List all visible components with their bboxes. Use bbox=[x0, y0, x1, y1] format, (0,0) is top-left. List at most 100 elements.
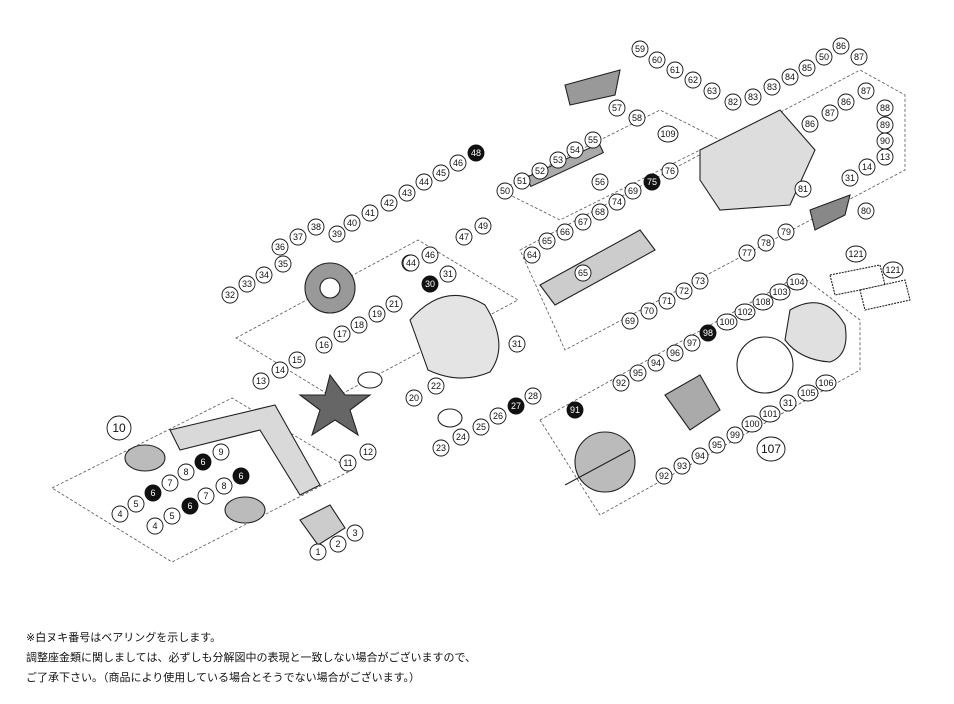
part-callout: 15 bbox=[288, 351, 306, 369]
callout-circle bbox=[837, 93, 855, 111]
callout-circle bbox=[624, 182, 642, 200]
callout-circle bbox=[608, 99, 626, 117]
callout-number: 41 bbox=[365, 208, 375, 218]
callout-circle bbox=[708, 436, 726, 454]
callout-number: 14 bbox=[862, 162, 872, 172]
part-callout: 1 bbox=[309, 543, 327, 561]
callout-circle bbox=[574, 264, 592, 282]
callout-circle bbox=[752, 293, 774, 311]
part-callout: 52 bbox=[531, 162, 549, 180]
callout-number: 14 bbox=[275, 365, 285, 375]
part-callout: 31 bbox=[841, 169, 859, 187]
callout-circle bbox=[194, 453, 212, 471]
part-callout: 82 bbox=[724, 93, 742, 111]
callout-number: 5 bbox=[169, 511, 174, 521]
callout-number: 87 bbox=[861, 86, 871, 96]
part-callout: 74 bbox=[608, 193, 626, 211]
part-callout: 6 bbox=[194, 453, 212, 471]
part-callout: 71 bbox=[658, 292, 676, 310]
callout-circle bbox=[556, 223, 574, 241]
part-callout: 26 bbox=[489, 407, 507, 425]
callout-number: 28 bbox=[528, 391, 538, 401]
part-callout: 105 bbox=[797, 384, 819, 402]
callout-number: 40 bbox=[347, 218, 357, 228]
callout-number: 7 bbox=[203, 491, 208, 501]
callout-circle bbox=[288, 351, 306, 369]
callout-circle bbox=[146, 517, 164, 535]
callout-number: 69 bbox=[625, 316, 635, 326]
part-callout: 10 bbox=[106, 415, 132, 441]
part-callout: 14 bbox=[271, 361, 289, 379]
part-callout: 86 bbox=[801, 115, 819, 133]
part-callout: 59 bbox=[631, 40, 649, 58]
part-callout: 4 bbox=[146, 517, 164, 535]
callout-number: 71 bbox=[662, 296, 672, 306]
callout-number: 92 bbox=[616, 378, 626, 388]
callout-number: 77 bbox=[742, 248, 752, 258]
part-callout: 88 bbox=[876, 99, 894, 117]
callout-number: 72 bbox=[679, 286, 689, 296]
callout-circle bbox=[455, 228, 473, 246]
part-callout: 40 bbox=[343, 214, 361, 232]
callout-number: 101 bbox=[762, 409, 777, 419]
callout-circle bbox=[574, 213, 592, 231]
part-callout: 11 bbox=[339, 454, 357, 472]
callout-number: 83 bbox=[748, 92, 758, 102]
part-callout: 45 bbox=[432, 164, 450, 182]
callout-circle bbox=[472, 418, 490, 436]
callout-number: 46 bbox=[425, 250, 435, 260]
thumb-bar bbox=[564, 69, 621, 106]
callout-number: 93 bbox=[677, 461, 687, 471]
brake-unit bbox=[664, 374, 721, 431]
callout-circle bbox=[832, 37, 850, 55]
callout-circle bbox=[684, 71, 702, 89]
part-callout: 48 bbox=[467, 144, 485, 162]
callout-circle bbox=[584, 131, 602, 149]
callout-circle bbox=[716, 313, 738, 331]
part-callout: 99 bbox=[726, 426, 744, 444]
callout-circle bbox=[163, 507, 181, 525]
callout-number: 17 bbox=[337, 329, 347, 339]
part-callout: 87 bbox=[821, 104, 839, 122]
part-callout: 97 bbox=[683, 334, 701, 352]
part-callout: 7 bbox=[197, 487, 215, 505]
part-callout: 57 bbox=[608, 99, 626, 117]
callout-number: 31 bbox=[845, 173, 855, 183]
callout-circle bbox=[255, 266, 273, 284]
callout-circle bbox=[781, 68, 799, 86]
part-callout: 50 bbox=[815, 48, 833, 66]
part-callout: 109 bbox=[657, 125, 679, 143]
callout-number: 102 bbox=[737, 307, 752, 317]
callout-circle bbox=[252, 372, 270, 390]
part-callout: 9 bbox=[212, 443, 230, 461]
part-callout: 79 bbox=[777, 223, 795, 241]
callout-number: 91 bbox=[570, 405, 580, 415]
callout-circle bbox=[779, 394, 797, 412]
callout-number: 25 bbox=[476, 422, 486, 432]
part-callout: 37 bbox=[289, 228, 307, 246]
part-callout: 51 bbox=[513, 172, 531, 190]
callout-number: 107 bbox=[761, 442, 781, 456]
callout-circle bbox=[763, 78, 781, 96]
callout-circle bbox=[756, 436, 786, 462]
lever-part bbox=[809, 194, 851, 231]
part-callout: 5 bbox=[163, 507, 181, 525]
callout-circle bbox=[744, 88, 762, 106]
callout-number: 100 bbox=[744, 419, 759, 429]
callout-circle bbox=[815, 48, 833, 66]
part-callout: 65 bbox=[574, 264, 592, 282]
callout-number: 84 bbox=[785, 72, 795, 82]
bearing-note: ※白ヌキ番号はベアリングを示します。 bbox=[26, 631, 222, 644]
handle-arm bbox=[169, 404, 321, 496]
callout-number: 31 bbox=[512, 339, 522, 349]
callout-circle bbox=[631, 40, 649, 58]
callout-number: 6 bbox=[187, 501, 192, 511]
part-callout: 64 bbox=[523, 246, 541, 264]
part-callout: 101 bbox=[759, 405, 781, 423]
part-callout: 108 bbox=[752, 293, 774, 311]
callout-number: 54 bbox=[570, 145, 580, 155]
part-callout: 98 bbox=[699, 324, 717, 342]
part-callout: 12 bbox=[359, 443, 377, 461]
part-callout: 55 bbox=[584, 131, 602, 149]
callout-circle bbox=[421, 246, 439, 264]
